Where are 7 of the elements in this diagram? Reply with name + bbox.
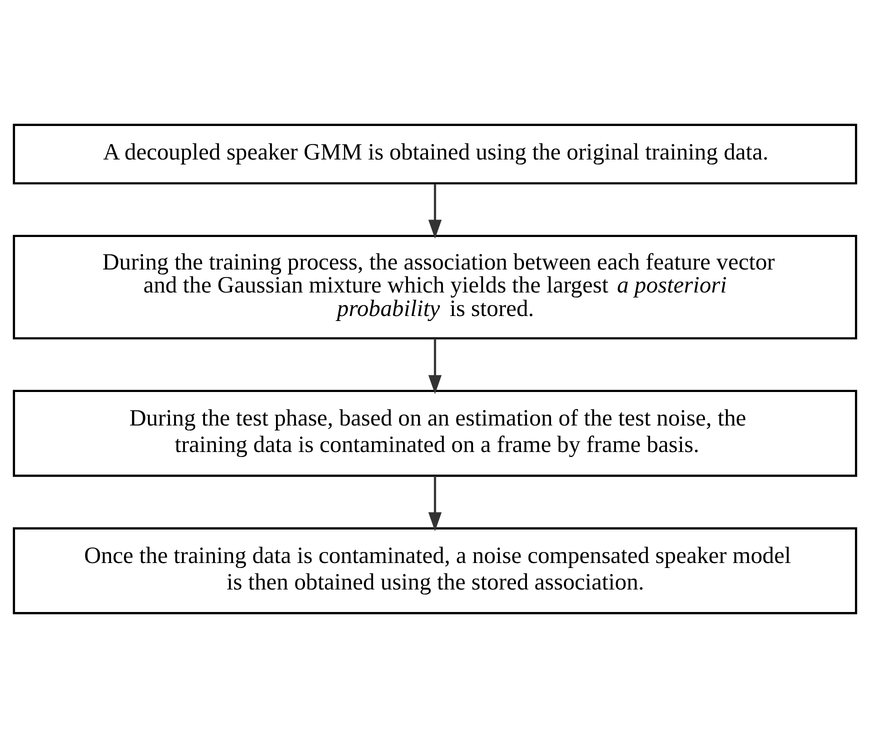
node-box: During the test phase, based on an estimation of the test noise, the training data is contaminated on a frame by frame basis. xyxy=(12,389,858,476)
node-box: A decoupled speaker GMM is obtained using the original training data. xyxy=(12,123,858,184)
arrow xyxy=(428,183,442,238)
node-box: Once the training data is contaminated, a noise compensated speaker model is then obtained using the stored association. xyxy=(12,526,858,614)
arrow xyxy=(428,338,442,394)
arrow xyxy=(428,475,442,531)
node-box: During the training process, the association between each feature vector and the Gaussian mixture which yields the largest a posteriori probability is stored. xyxy=(12,234,858,339)
